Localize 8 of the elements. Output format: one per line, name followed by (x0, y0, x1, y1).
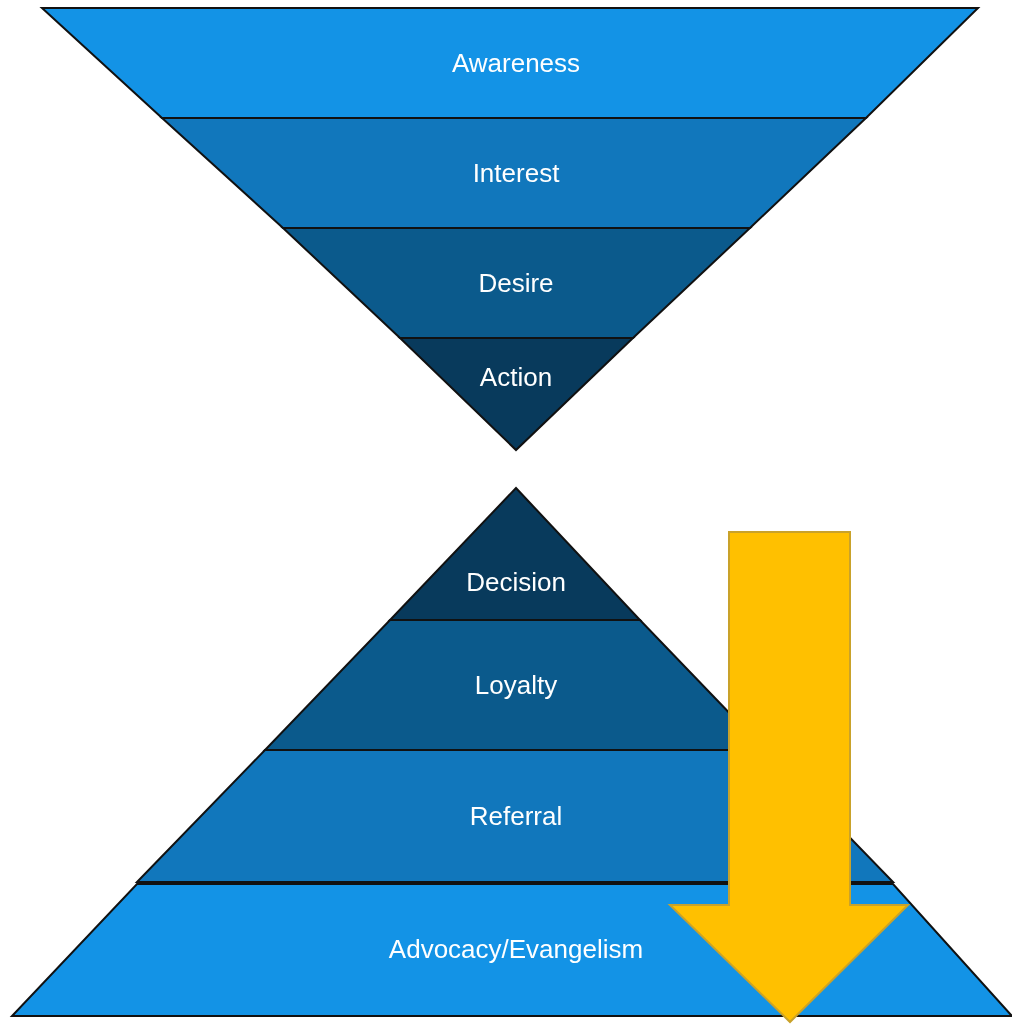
band-label: Decision (466, 567, 566, 597)
band-label: Referral (469, 801, 563, 831)
band-label: Action (479, 362, 553, 392)
band-label: Desire (478, 268, 554, 298)
band-label: Loyalty (474, 670, 558, 700)
band-label: Interest (472, 158, 560, 188)
band-label: Awareness (451, 48, 581, 78)
band-label: Advocacy/Evangelism (388, 934, 644, 964)
